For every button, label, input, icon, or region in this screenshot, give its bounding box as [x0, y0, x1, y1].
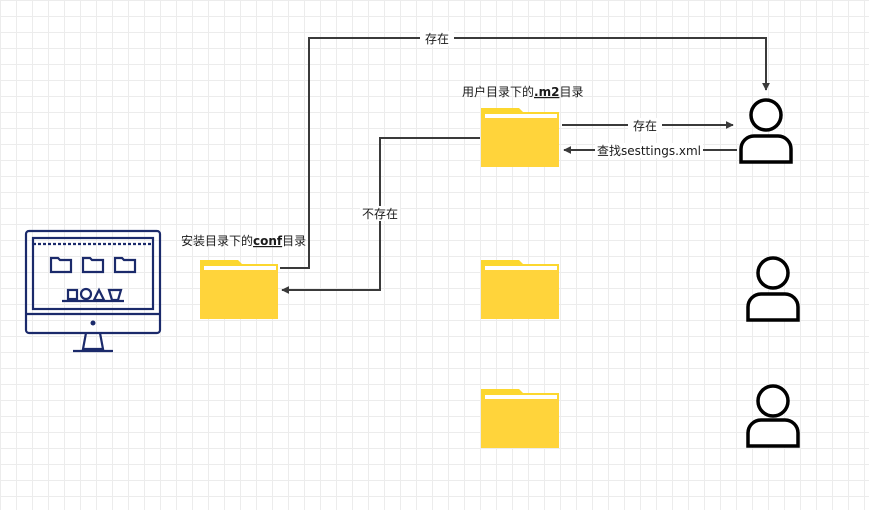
folder-conf-label: 安装目录下的conf目录 — [181, 233, 306, 248]
folder-m2-label: 用户目录下的.m2目录 — [462, 84, 583, 99]
edge-conf-to-user: 存在 — [280, 31, 770, 269]
user-icon — [739, 98, 793, 164]
edge-m2-to-conf: 不存在 — [281, 137, 480, 294]
folder-conf: 安装目录下的conf目录 — [181, 233, 306, 319]
folder-icon — [481, 260, 559, 319]
folder-icon — [481, 389, 559, 448]
folder-icon — [200, 260, 278, 319]
edge-label-not-exists: 不存在 — [362, 207, 398, 221]
folder-icon — [481, 108, 559, 167]
user-icon — [746, 256, 800, 322]
desktop-computer-icon — [24, 229, 162, 353]
edge-label-exists-top: 存在 — [425, 32, 449, 46]
edge-label-exists-mid: 存在 — [633, 119, 657, 133]
edge-label-find-settings: 查找sesttings.xml — [597, 144, 701, 158]
user-icon — [746, 384, 800, 448]
edge-m2-to-user: 存在 — [562, 118, 734, 133]
folder-m2: 用户目录下的.m2目录 — [462, 84, 583, 167]
edge-user-to-m2: 查找sesttings.xml — [563, 143, 737, 158]
